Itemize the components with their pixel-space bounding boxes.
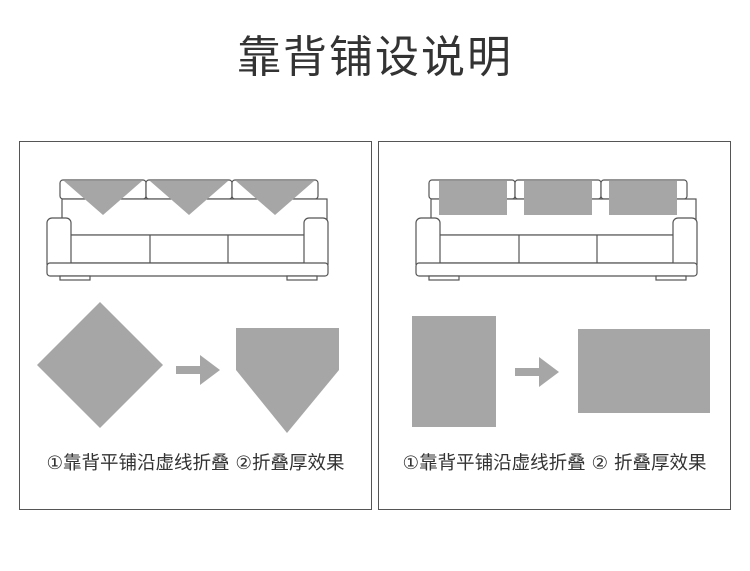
cushion-folded-result [578, 329, 710, 413]
triangle-back-cover [64, 181, 142, 215]
cushion-folded-result [236, 328, 339, 433]
rectangle-fold-illustration [412, 179, 710, 427]
rectangle-back-cover [609, 181, 677, 215]
cushion-flat-diamond [37, 302, 163, 428]
sofa-armrest-right [303, 217, 329, 270]
sofa-base [415, 262, 698, 277]
sofa-armrest-left [415, 217, 441, 270]
triangle-back-cover [150, 181, 228, 215]
instruction-caption: ①靠背平铺沿虚线折叠 ② 折叠厚效果 [402, 453, 707, 474]
arrow-right-icon [176, 355, 220, 385]
sofa-seat-frame [438, 234, 689, 264]
arrow-right-icon [515, 357, 559, 387]
triangle-fold-illustration [37, 179, 339, 433]
instruction-caption: ①靠背平铺沿虚线折叠 ②折叠厚效果 [46, 453, 345, 474]
cushion-flat-rectangle [412, 316, 496, 427]
page-title: 靠背铺设说明 [237, 32, 513, 83]
sofa-foot [286, 275, 318, 281]
sofa-foot [655, 275, 687, 281]
triangle-back-cover [236, 181, 314, 215]
sofa-foot [59, 275, 91, 281]
sofa-seat-frame [69, 234, 320, 264]
sofa-armrest-right [672, 217, 698, 270]
sofa-base [46, 262, 329, 277]
rectangle-back-cover [524, 181, 592, 215]
sofa-armrest-left [46, 217, 72, 270]
sofa-foot [428, 275, 460, 281]
instruction-panel-triangle-fold: ①靠背平铺沿虚线折叠 ②折叠厚效果 [19, 141, 372, 510]
instruction-panel-rectangle-fold: ①靠背平铺沿虚线折叠 ② 折叠厚效果 [378, 141, 731, 510]
rectangle-back-cover [439, 181, 507, 215]
